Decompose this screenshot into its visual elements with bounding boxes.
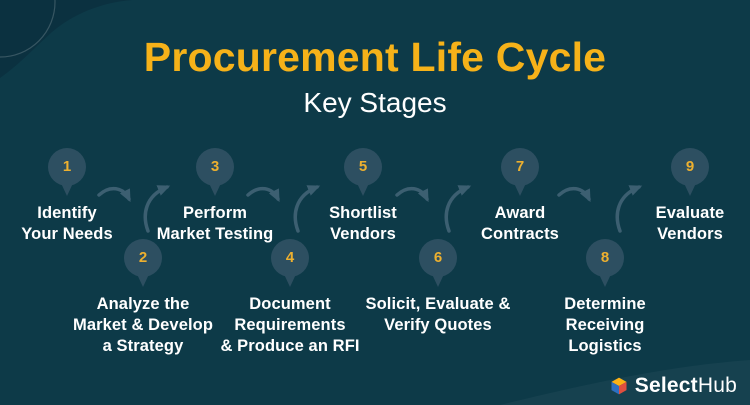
- stage-label: Solicit, Evaluate & Verify Quotes: [365, 295, 511, 334]
- map-pin-icon: 6: [416, 238, 460, 290]
- stage-label: Award Contracts: [481, 204, 559, 243]
- logo-text-bold: Select: [634, 374, 698, 397]
- curved-arrow-down-right-icon: [557, 186, 591, 203]
- stage-label: Perform Market Testing: [156, 204, 274, 243]
- curved-arrow-up-right-icon: [444, 185, 472, 233]
- header: Procurement Life Cycle Key Stages: [0, 34, 750, 119]
- stage-label: Determine Receiving Logistics: [564, 295, 646, 355]
- stage-number: 8: [600, 249, 610, 266]
- stage-number: 2: [138, 249, 148, 266]
- stage-8: 8 Determine Receiving Logistics: [515, 238, 695, 357]
- curved-arrow-down-right-icon: [395, 186, 429, 203]
- stage-1: 1 Identify Your Needs: [0, 147, 157, 245]
- page-subtitle: Key Stages: [303, 87, 447, 119]
- stage-number: 7: [515, 158, 525, 175]
- stage-number: 5: [358, 158, 368, 175]
- stage-number: 9: [685, 158, 695, 175]
- map-pin-icon: 4: [268, 238, 312, 290]
- stage-label: Analyze the Market & Develop a Strategy: [72, 295, 214, 355]
- curved-arrow-up-right-icon: [615, 185, 643, 233]
- stage-9: 9 Evaluate Vendors: [600, 147, 750, 245]
- stage-label: Shortlist Vendors: [329, 204, 397, 243]
- stage-number: 4: [285, 249, 295, 266]
- stage-number: 1: [62, 158, 72, 175]
- stage-label: Identify Your Needs: [21, 204, 113, 243]
- curved-arrow-up-right-icon: [143, 185, 171, 233]
- map-pin-icon: 7: [498, 147, 542, 199]
- map-pin-icon: 3: [193, 147, 237, 199]
- stage-6: 6 Solicit, Evaluate & Verify Quotes: [348, 238, 528, 336]
- curved-arrow-down-right-icon: [246, 186, 280, 203]
- map-pin-icon: 9: [668, 147, 712, 199]
- stage-2: 2 Analyze the Market & Develop a Strateg…: [53, 238, 233, 357]
- map-pin-icon: 2: [121, 238, 165, 290]
- stage-4: 4 Document Requirements & Produce an RFI: [200, 238, 380, 357]
- selecthub-cube-icon: [611, 377, 627, 395]
- stage-label: Evaluate Vendors: [655, 204, 725, 243]
- stage-7: 7 Award Contracts: [430, 147, 610, 245]
- stage-5: 5 Shortlist Vendors: [273, 147, 453, 245]
- stage-3: 3 Perform Market Testing: [125, 147, 305, 245]
- logo-text-regular: Hub: [697, 374, 737, 397]
- curved-arrow-down-right-icon: [97, 186, 131, 203]
- map-pin-icon: 8: [583, 238, 627, 290]
- map-pin-icon: 5: [341, 147, 385, 199]
- page-title: Procurement Life Cycle: [143, 34, 607, 80]
- curved-arrow-up-right-icon: [293, 185, 321, 233]
- stage-number: 3: [210, 158, 220, 175]
- map-pin-icon: 1: [45, 147, 89, 199]
- stage-label: Document Requirements & Produce an RFI: [220, 295, 360, 355]
- stage-number: 6: [433, 249, 443, 266]
